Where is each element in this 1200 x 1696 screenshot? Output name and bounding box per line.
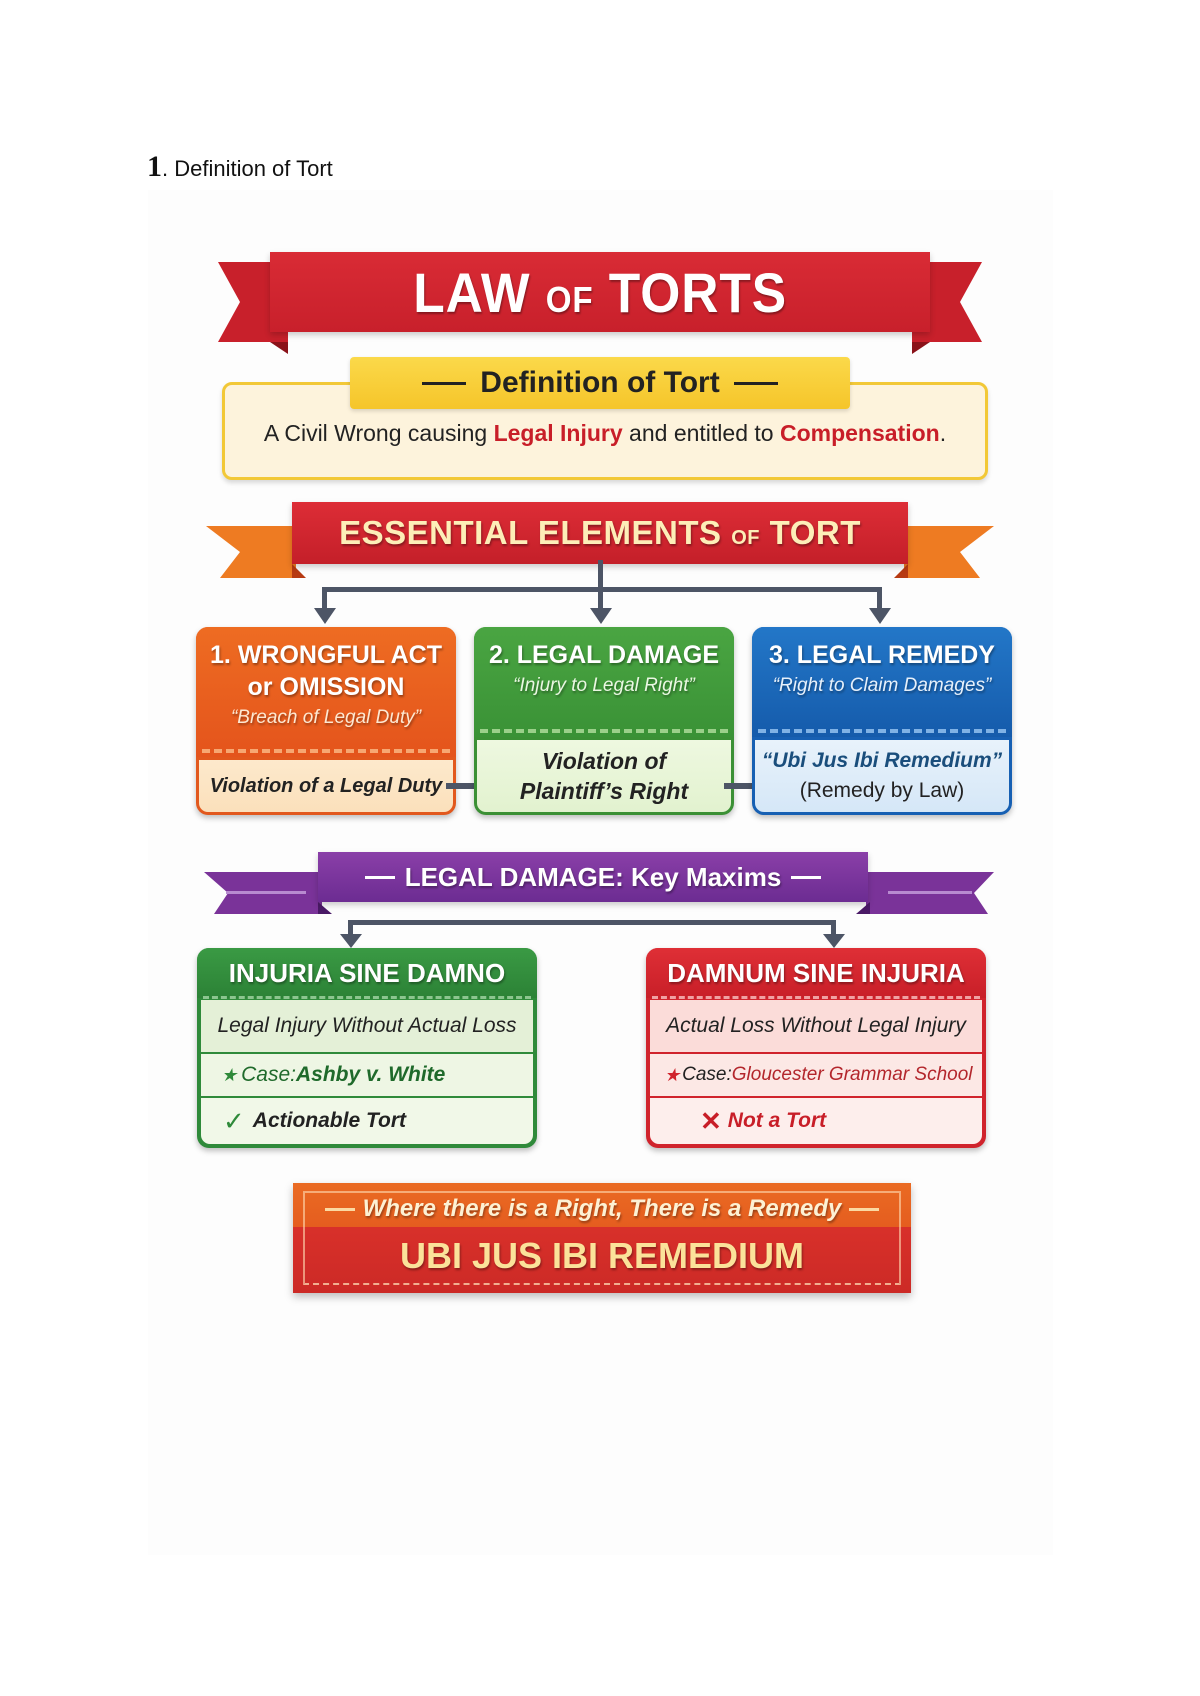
connector-line [348,920,836,925]
maxim-meaning: Actual Loss Without Legal Injury [650,1000,982,1052]
connector-line [598,560,603,590]
maxim-verdict: ✕ Not a Tort [650,1098,982,1144]
card-detail: Plaintiff’s Right [519,778,689,804]
page-title: LAW OF TORTS [413,260,787,324]
decorative-dash [733,381,778,385]
connector-line [322,587,327,612]
element-card-legal-remedy: 3. LEGAL REMEDY “Right to Claim Damages”… [752,627,1012,815]
maxim-case: ★ Case: Ashby v. White [201,1054,533,1096]
card-detail: Violation of a Legal Duty [209,774,443,797]
connector-line [348,920,353,938]
divider [480,729,728,733]
card-heading: 3. LEGAL REMEDY [769,641,995,669]
card-quote: “Right to Claim Damages” [772,675,992,696]
case-name: Ashby v. White [296,1063,446,1086]
maxim-card-damnum-sine-injuria: DAMNUM SINE INJURIA Actual Loss Without … [646,948,986,1148]
title-ribbon: LAW OF TORTS [270,252,930,332]
section-number: 1 [147,150,162,183]
ribbon-tail-left [204,872,332,914]
definition-text: A Civil Wrong causing Legal Injury and e… [263,420,947,446]
divider [203,996,531,999]
section-heading: 1. Definition of Tort [147,150,333,184]
ribbon-tail-left [206,526,306,578]
divider [202,749,450,753]
section-title: . Definition of Tort [162,156,333,181]
arrow-down-icon [590,608,612,624]
cross-icon: ✕ [700,1105,722,1136]
star-icon: ★ [221,1064,238,1085]
card-detail: “Ubi Jus Ibi Remedium” [761,749,1003,772]
essential-elements-ribbon: ESSENTIAL ELEMENTS OF TORT [292,502,908,564]
key-maxims-title: LEGAL DAMAGE: Key Maxims [404,861,782,892]
maxim-heading: INJURIA SINE DAMNO [197,948,537,998]
connector-line [598,587,603,612]
arrow-down-icon [823,934,845,948]
star-icon: ★ [664,1064,681,1085]
ribbon-tail-right [856,872,994,914]
decorative-dash [422,381,467,385]
element-card-legal-damage: 2. LEGAL DAMAGE “Injury to Legal Right” … [474,627,734,815]
highlight-compensation: Compensation [779,420,940,446]
divider [652,996,980,999]
card-quote: “Breach of Legal Duty” [230,707,422,728]
maxim-verdict: ✓ Actionable Tort [201,1098,533,1144]
card-heading: 2. LEGAL DAMAGE [488,641,720,669]
definition-label: Definition of Tort [350,357,850,409]
arrow-down-icon [340,934,362,948]
maxim-banner: Where there is a Right, There is a Remed… [293,1183,911,1293]
divider [758,729,1006,733]
check-icon: ✓ [223,1105,245,1136]
maxim-meaning: Legal Injury Without Actual Loss [201,1000,533,1052]
maxim-heading: DAMNUM SINE INJURIA [646,948,986,998]
maxim-card-injuria-sine-damno: INJURIA SINE DAMNO Legal Injury Without … [197,948,537,1148]
definition-label-text: Definition of Tort [480,366,720,399]
arrow-down-icon [314,608,336,624]
connector-line [831,920,836,938]
decorative-dash [791,875,822,879]
banner-title: UBI JUS IBI REMEDIUM [399,1235,805,1276]
key-maxims-ribbon: LEGAL DAMAGE: Key Maxims [318,852,868,902]
ribbon-tail-right [894,526,994,578]
case-name: Gloucester Grammar School [731,1064,973,1085]
connector-line [877,587,882,612]
arrow-down-icon [869,608,891,624]
banner-subtitle: Where there is a Right, There is a Remed… [293,1195,911,1223]
card-detail: Violation of [541,748,667,774]
decorative-dash [364,875,395,879]
maxim-case: ★ Case: Gloucester Grammar School [650,1054,982,1096]
banner-border [303,1191,901,1285]
card-detail: (Remedy by Law) [799,779,965,802]
card-quote: “Injury to Legal Right” [513,675,695,696]
essential-elements-title: ESSENTIAL ELEMENTS OF TORT [339,514,861,551]
highlight-legal-injury: Legal Injury [493,420,623,446]
